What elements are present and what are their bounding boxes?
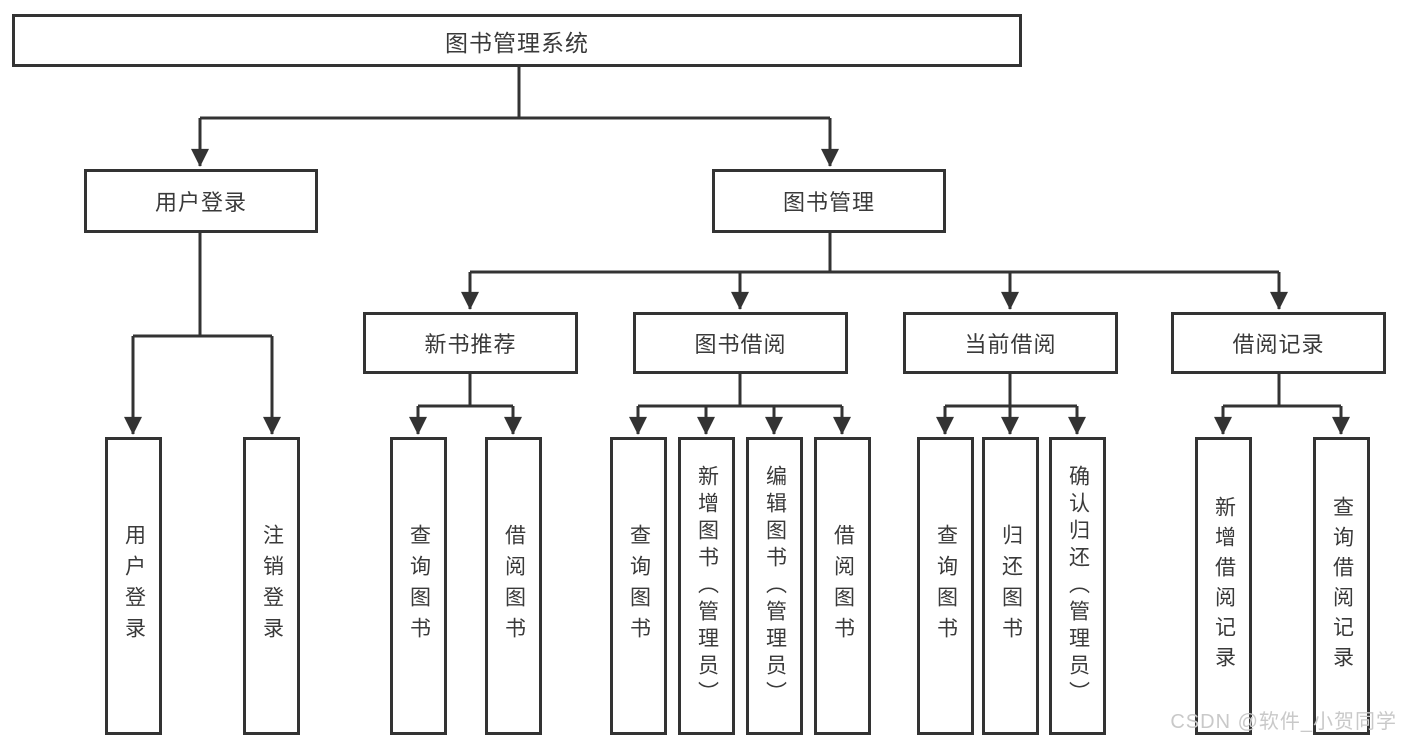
leaf-label: 新增图书（管理员）	[695, 464, 719, 708]
node-label: 新书推荐	[424, 332, 517, 357]
node-label: 图书管理	[782, 190, 875, 215]
leaf-label: 借阅图书	[831, 524, 855, 648]
csdn-watermark: CSDN @软件_小贺同学	[1170, 711, 1397, 733]
leaf-return-books: 归还图书	[982, 437, 1039, 735]
leaf-label: 用户登录	[122, 524, 146, 648]
leaf-borrow-books-recommend: 借阅图书	[485, 437, 542, 735]
node-new-book-recommend: 新书推荐	[363, 312, 578, 374]
node-label: 用户登录	[154, 190, 247, 215]
leaf-label: 查询图书	[627, 524, 651, 648]
leaf-label: 编辑图书（管理员）	[763, 464, 787, 708]
node-borrow-records: 借阅记录	[1171, 312, 1386, 374]
node-label: 图书借阅	[694, 332, 787, 357]
leaf-add-borrow-record: 新增借阅记录	[1195, 437, 1252, 735]
leaf-add-books-admin: 新增图书（管理员）	[678, 437, 735, 735]
leaf-label: 查询图书	[407, 524, 431, 648]
node-root-label: 图书管理系统	[445, 29, 589, 56]
node-book-management-module: 图书管理	[712, 169, 946, 233]
node-book-borrow: 图书借阅	[633, 312, 848, 374]
leaf-query-books-current: 查询图书	[917, 437, 974, 735]
connector-bars	[133, 67, 1341, 408]
leaf-label: 借阅图书	[502, 524, 526, 648]
node-label: 借阅记录	[1232, 332, 1325, 357]
leaf-confirm-return-admin: 确认归还（管理员）	[1049, 437, 1106, 735]
leaf-query-borrow-record: 查询借阅记录	[1313, 437, 1370, 735]
leaf-query-books-recommend: 查询图书	[390, 437, 447, 735]
leaf-label: 查询借阅记录	[1330, 496, 1354, 676]
node-root-system: 图书管理系统	[12, 14, 1022, 67]
leaf-logout: 注销登录	[243, 437, 300, 735]
leaf-edit-books-admin: 编辑图书（管理员）	[746, 437, 803, 735]
node-label: 当前借阅	[964, 332, 1057, 357]
node-current-borrow: 当前借阅	[903, 312, 1118, 374]
connector-arrows	[124, 118, 1350, 435]
leaf-query-books-borrow: 查询图书	[610, 437, 667, 735]
leaf-user-login: 用户登录	[105, 437, 162, 735]
leaf-label: 归还图书	[999, 524, 1023, 648]
node-user-login-module: 用户登录	[84, 169, 318, 233]
leaf-label: 新增借阅记录	[1212, 496, 1236, 676]
leaf-label: 确认归还（管理员）	[1066, 464, 1090, 708]
leaf-label: 查询图书	[934, 524, 958, 648]
leaf-borrow-books: 借阅图书	[814, 437, 871, 735]
leaf-label: 注销登录	[260, 524, 284, 648]
